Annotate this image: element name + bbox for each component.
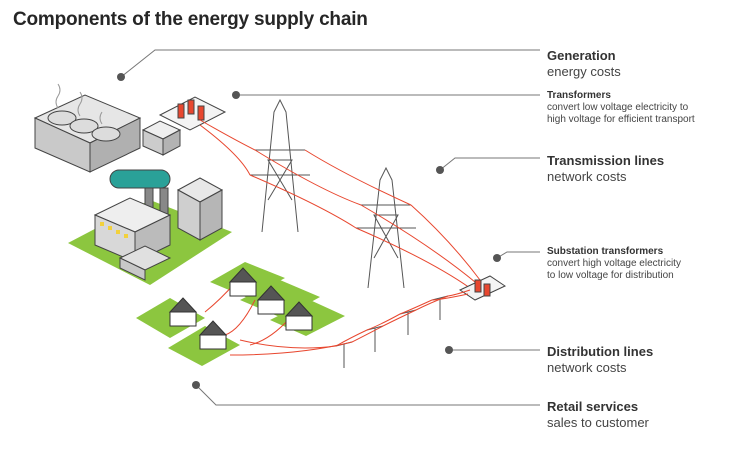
tower-1 <box>261 98 299 233</box>
label-generation: Generation energy costs <box>547 48 621 79</box>
house-3 <box>228 267 258 297</box>
tower-2 <box>367 166 405 289</box>
page-title: Components of the energy supply chain <box>13 9 368 30</box>
transmission-towers <box>250 98 416 289</box>
label-retail: Retail services sales to customer <box>547 399 649 430</box>
label-transmission-heading: Transmission lines <box>547 153 665 168</box>
transmission-wires <box>199 119 481 289</box>
leader-dots <box>117 73 501 389</box>
label-transformers-sub-1: convert low voltage electricity to <box>547 102 689 113</box>
label-substation: Substation transformers convert high vol… <box>547 246 681 282</box>
label-substation-sub-2: to low voltage for distribution <box>547 270 674 281</box>
houses <box>168 267 314 350</box>
house-5 <box>284 301 314 331</box>
label-distribution: Distribution lines network costs <box>547 344 653 375</box>
label-transformers-heading: Transformers <box>547 90 611 101</box>
leader-retail <box>195 384 540 406</box>
leader-lines <box>120 49 540 406</box>
step-up-transformer <box>141 96 227 156</box>
dot-transformers <box>232 91 240 99</box>
label-substation-sub-1: convert high voltage electricity <box>547 258 681 269</box>
substation <box>458 275 507 301</box>
house-4 <box>256 285 286 315</box>
label-transmission-sub: network costs <box>547 168 627 184</box>
label-transformers: Transformers convert low voltage electri… <box>547 90 695 126</box>
label-retail-heading: Retail services <box>547 399 639 414</box>
label-transformers-sub-2: high voltage for efficient transport <box>547 114 695 125</box>
distribution-wires <box>204 281 471 356</box>
power-plant <box>33 83 224 281</box>
leader-transmission <box>439 157 540 171</box>
label-distribution-sub: network costs <box>547 359 627 375</box>
dot-distribution <box>445 346 453 354</box>
label-retail-sub: sales to customer <box>547 414 649 430</box>
distribution-poles <box>335 295 449 368</box>
label-distribution-heading: Distribution lines <box>547 344 654 359</box>
leader-generation <box>120 49 540 78</box>
dot-substation <box>493 254 501 262</box>
house-2 <box>198 320 228 350</box>
label-generation-heading: Generation <box>547 48 616 63</box>
label-substation-heading: Substation transformers <box>547 246 664 257</box>
dot-retail <box>192 381 200 389</box>
dot-generation <box>117 73 125 81</box>
label-transmission: Transmission lines network costs <box>547 153 664 184</box>
dot-transmission <box>436 166 444 174</box>
label-generation-sub: energy costs <box>547 63 621 79</box>
plant-windows <box>100 222 128 238</box>
house-1 <box>168 297 198 327</box>
leader-substation <box>496 251 540 259</box>
